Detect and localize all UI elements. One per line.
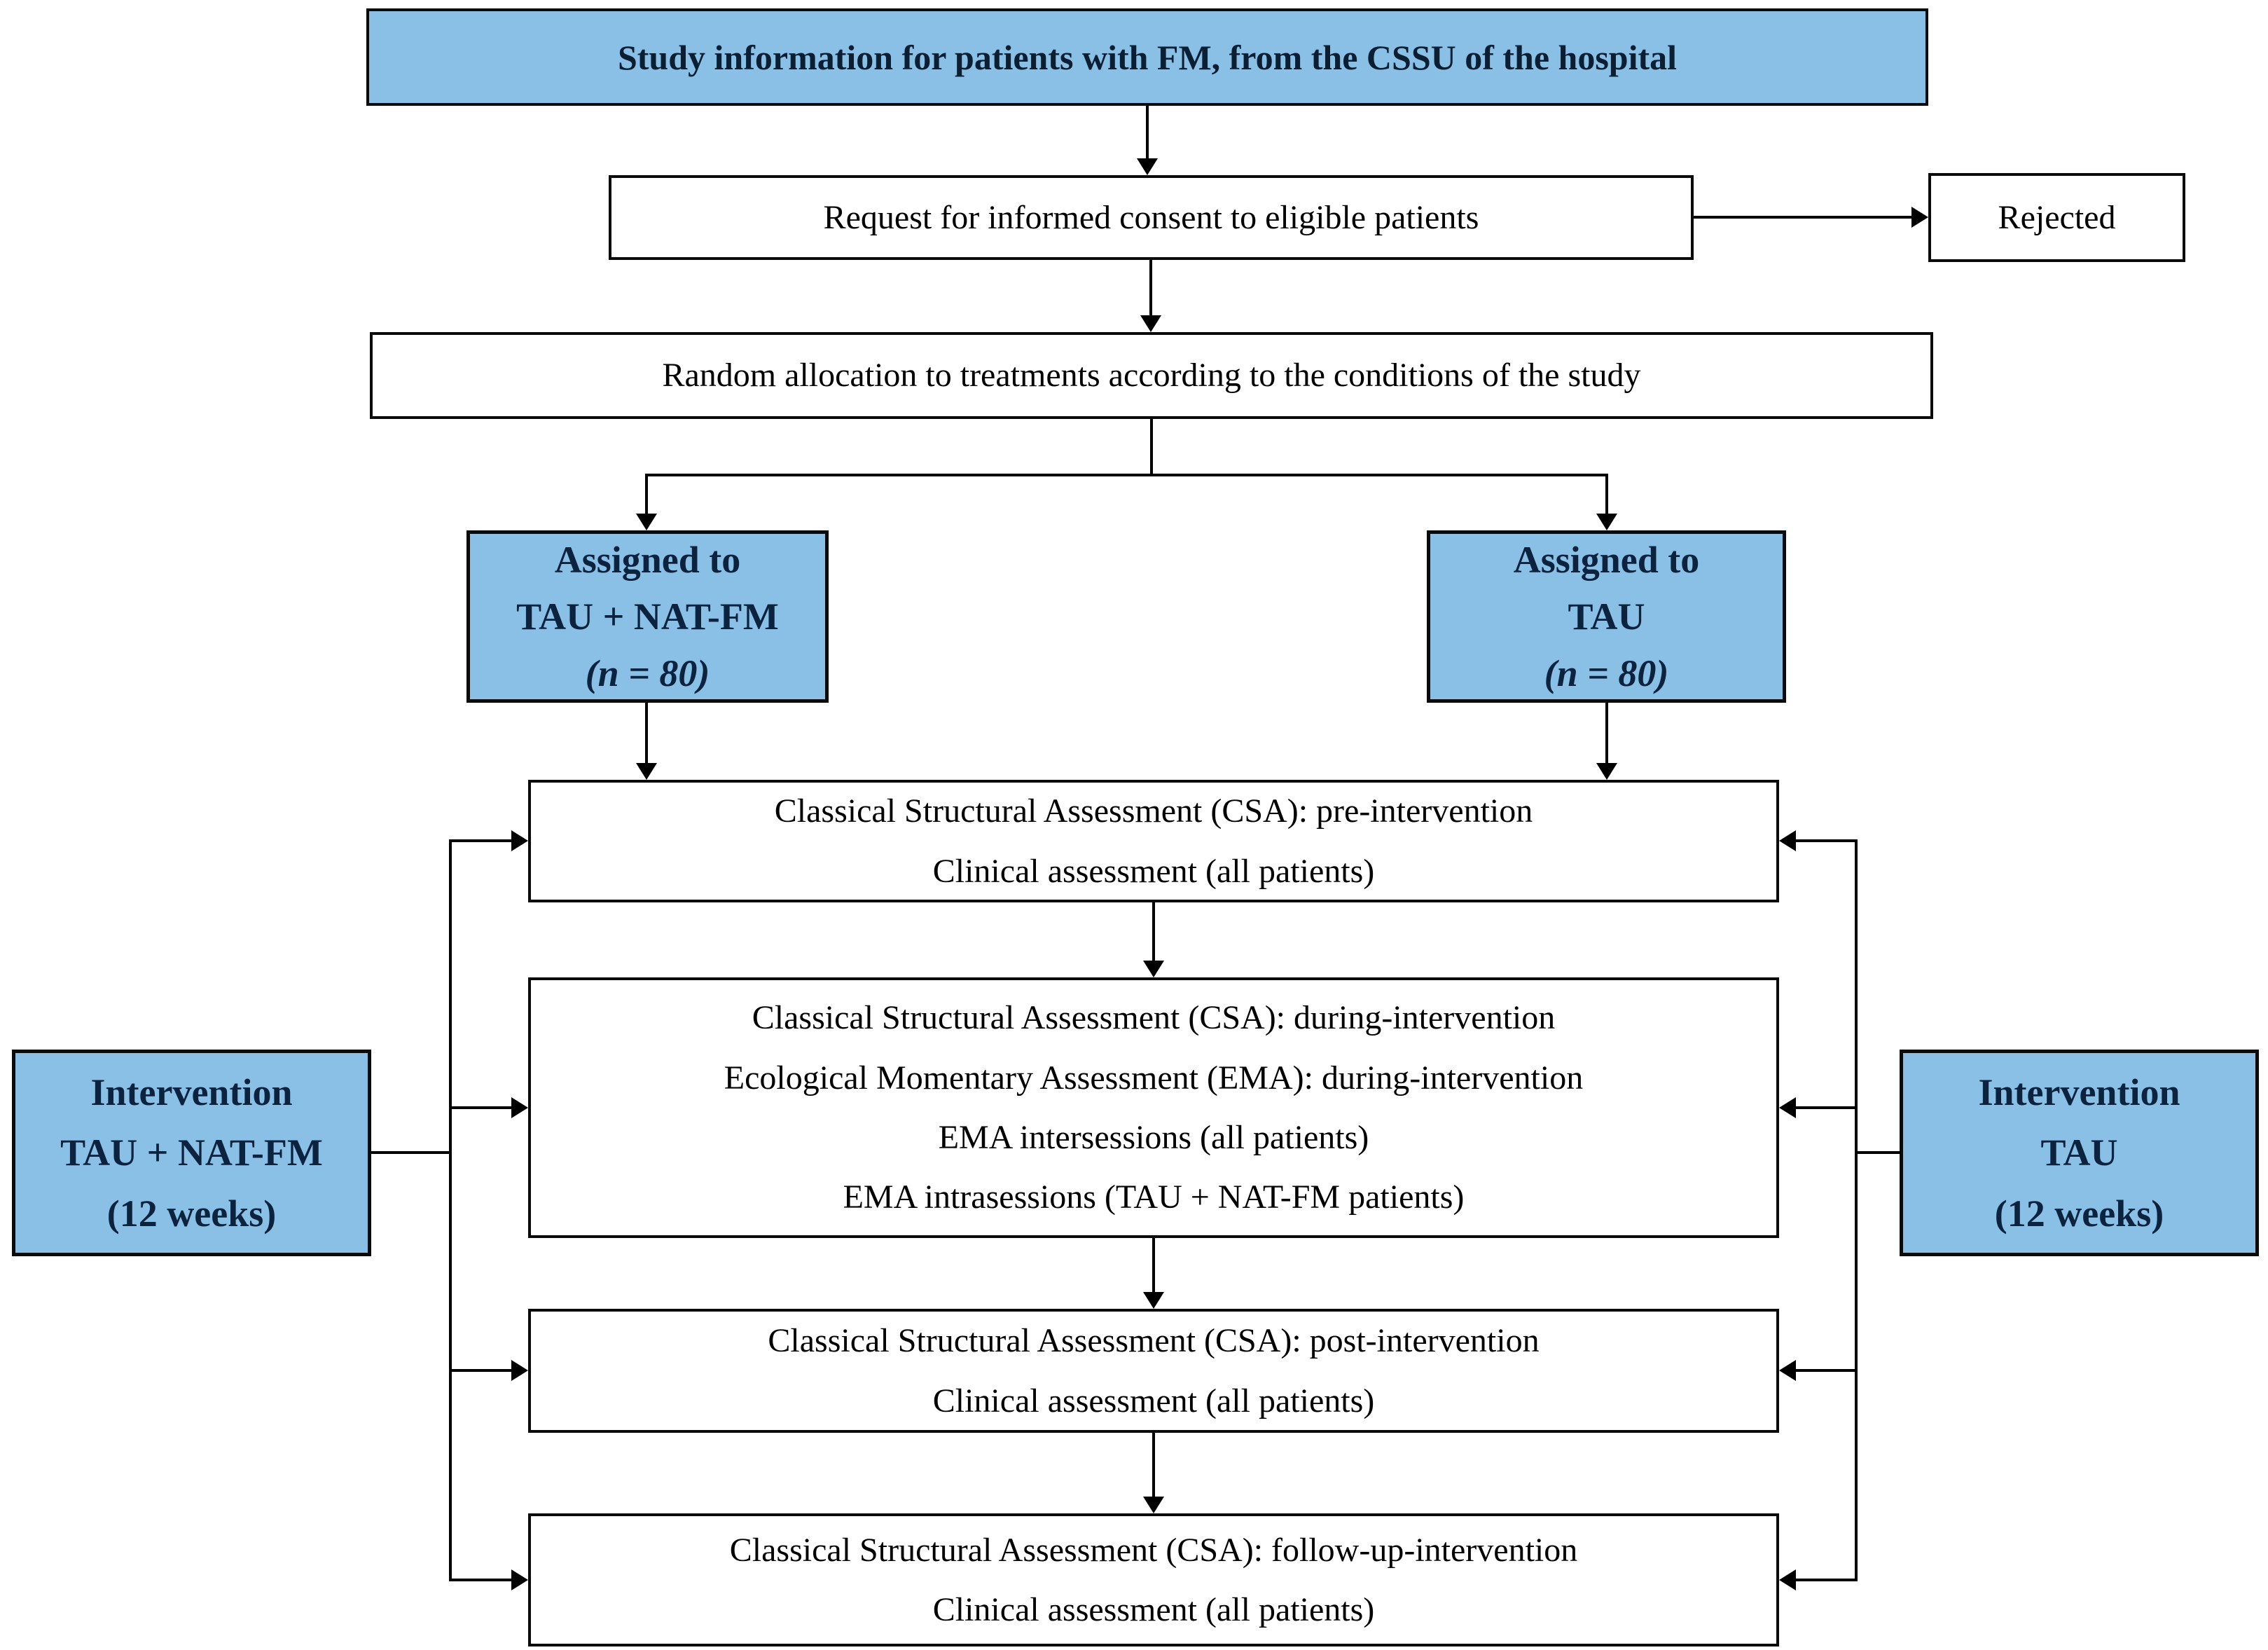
arrowhead-consent-to-allocation xyxy=(1140,315,1161,332)
box-random-allocation: Random allocation to treatments accordin… xyxy=(370,332,1933,419)
box-assigned-tau: Assigned to TAU (n = 80) xyxy=(1427,530,1786,703)
study-information-text: Study information for patients with FM, … xyxy=(617,37,1678,77)
box-csa-during-intervention: Classical Structural Assessment (CSA): d… xyxy=(528,977,1779,1238)
box-study-information: Study information for patients with FM, … xyxy=(366,8,1928,106)
assigned-tau-natfm-line3: (n = 80) xyxy=(585,652,710,694)
connector-split-left xyxy=(645,474,648,515)
informed-consent-text: Request for informed consent to eligible… xyxy=(823,198,1479,236)
csa-followup-line1: Classical Structural Assessment (CSA): f… xyxy=(729,1531,1578,1569)
arrowhead-left-branch-pre xyxy=(511,830,528,851)
connector-right-branch-post xyxy=(1795,1369,1856,1372)
arrowhead-pre-to-during xyxy=(1143,961,1164,977)
connector-during-to-post xyxy=(1152,1238,1155,1293)
csa-during-line3: EMA intersessions (all patients) xyxy=(938,1119,1369,1156)
csa-pre-line1: Classical Structural Assessment (CSA): p… xyxy=(774,792,1533,830)
box-informed-consent: Request for informed consent to eligible… xyxy=(609,175,1694,260)
arrowhead-during-to-post xyxy=(1143,1292,1164,1309)
connector-pre-to-during xyxy=(1152,902,1155,962)
connector-right-trunk xyxy=(1855,839,1858,1581)
connector-post-to-followup xyxy=(1152,1433,1155,1498)
arrowhead-left-branch-followup xyxy=(511,1569,528,1590)
connector-allocation-stem xyxy=(1150,419,1153,476)
assigned-tau-line1: Assigned to xyxy=(1513,538,1700,581)
arrowhead-consent-to-rejected xyxy=(1911,207,1928,228)
assigned-tau-line3: (n = 80) xyxy=(1544,652,1669,694)
connector-consent-to-allocation xyxy=(1149,260,1152,317)
csa-pre-line2: Clinical assessment (all patients) xyxy=(932,852,1375,890)
arrowhead-split-to-assigned-tau-natfm xyxy=(636,514,657,530)
arrowhead-title-to-consent xyxy=(1137,158,1158,175)
box-intervention-tau-natfm: Intervention TAU + NAT-FM (12 weeks) xyxy=(12,1050,371,1256)
connector-title-to-consent xyxy=(1146,106,1149,161)
assigned-tau-line2: TAU xyxy=(1568,595,1645,638)
assigned-tau-natfm-line2: TAU + NAT-FM xyxy=(516,595,779,638)
connector-assigned-left-to-pre xyxy=(645,703,648,764)
arrowhead-right-branch-post xyxy=(1779,1360,1796,1381)
csa-followup-line2: Clinical assessment (all patients) xyxy=(932,1591,1375,1628)
intervention-tau-natfm-line1: Intervention xyxy=(90,1071,293,1113)
csa-during-line4: EMA intrasessions (TAU + NAT-FM patients… xyxy=(843,1178,1465,1216)
intervention-tau-natfm-line3: (12 weeks) xyxy=(106,1192,277,1235)
intervention-tau-line2: TAU xyxy=(2040,1132,2118,1174)
connector-left-branch-followup xyxy=(450,1579,513,1581)
intervention-tau-line3: (12 weeks) xyxy=(1994,1192,2164,1235)
arrowhead-left-branch-post xyxy=(511,1360,528,1381)
connector-left-branch-post xyxy=(450,1369,513,1372)
connector-intervention-right-to-trunk xyxy=(1856,1151,1901,1154)
rejected-text: Rejected xyxy=(1998,198,2116,236)
csa-during-line2: Ecological Momentary Assessment (EMA): d… xyxy=(724,1059,1584,1096)
intervention-tau-line1: Intervention xyxy=(1978,1071,2180,1113)
arrowhead-split-to-assigned-tau xyxy=(1596,514,1617,530)
connector-right-branch-followup xyxy=(1795,1579,1856,1581)
connector-intervention-left-to-trunk xyxy=(371,1151,450,1154)
box-csa-followup-intervention: Classical Structural Assessment (CSA): f… xyxy=(528,1513,1779,1646)
connector-left-branch-during xyxy=(450,1106,513,1109)
arrowhead-right-branch-followup xyxy=(1779,1569,1796,1590)
connector-left-branch-pre xyxy=(450,839,513,842)
arrowhead-assigned-right-to-pre xyxy=(1596,763,1617,780)
connector-assigned-right-to-pre xyxy=(1605,703,1608,764)
box-csa-pre-intervention: Classical Structural Assessment (CSA): p… xyxy=(528,780,1779,902)
arrowhead-post-to-followup xyxy=(1143,1497,1164,1513)
arrowhead-left-branch-during xyxy=(511,1097,528,1118)
connector-right-branch-pre xyxy=(1795,839,1856,842)
assigned-tau-natfm-line1: Assigned to xyxy=(554,538,741,581)
connector-left-trunk xyxy=(449,839,452,1581)
connector-split-bar xyxy=(645,474,1608,476)
box-csa-post-intervention: Classical Structural Assessment (CSA): p… xyxy=(528,1309,1779,1433)
arrowhead-right-branch-pre xyxy=(1779,830,1796,851)
connector-split-right xyxy=(1605,474,1608,515)
random-allocation-text: Random allocation to treatments accordin… xyxy=(662,357,1641,394)
box-assigned-tau-natfm: Assigned to TAU + NAT-FM (n = 80) xyxy=(466,530,829,703)
connector-consent-to-rejected xyxy=(1694,216,1914,219)
box-intervention-tau: Intervention TAU (12 weeks) xyxy=(1900,1050,2259,1256)
box-rejected: Rejected xyxy=(1928,173,2185,262)
intervention-tau-natfm-line2: TAU + NAT-FM xyxy=(60,1132,323,1174)
csa-post-line2: Clinical assessment (all patients) xyxy=(932,1382,1375,1419)
connector-right-branch-during xyxy=(1795,1106,1856,1109)
csa-post-line1: Classical Structural Assessment (CSA): p… xyxy=(768,1322,1540,1360)
arrowhead-assigned-left-to-pre xyxy=(636,763,657,780)
csa-during-line1: Classical Structural Assessment (CSA): d… xyxy=(752,999,1556,1037)
arrowhead-right-branch-during xyxy=(1779,1097,1796,1118)
